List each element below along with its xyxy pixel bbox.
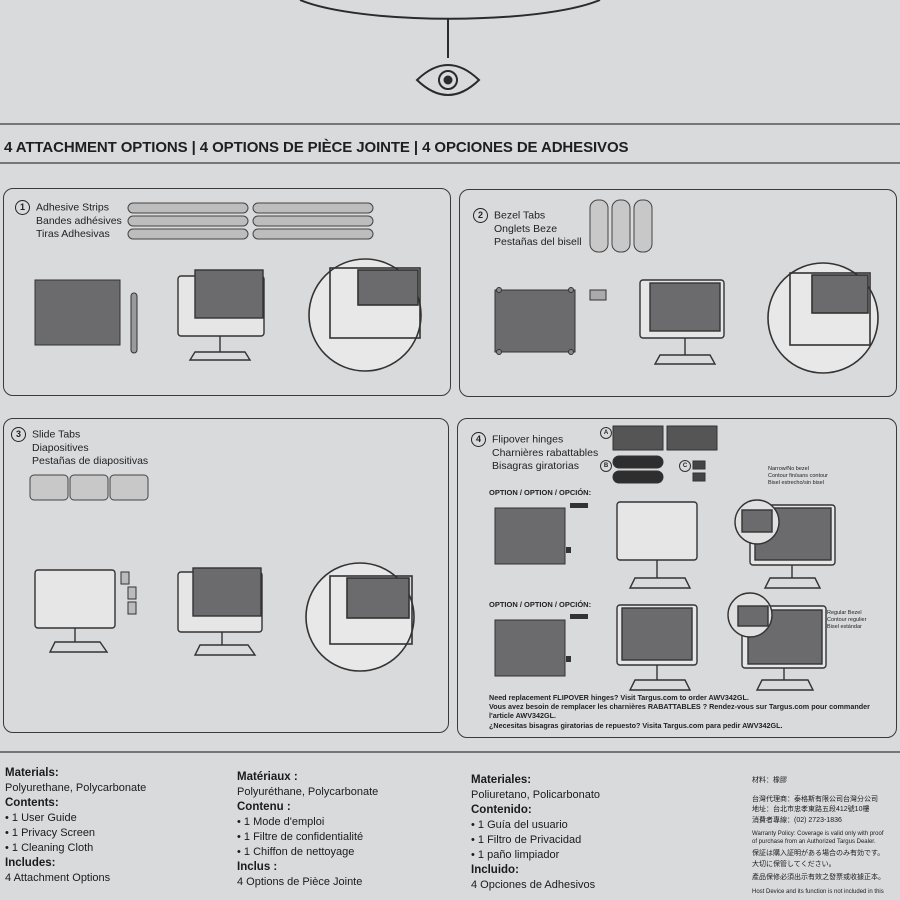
option-2-number: 2 <box>473 208 488 223</box>
adhesive-strip-icons <box>127 202 374 240</box>
label-c: C <box>679 460 691 472</box>
footer-spanish: Materiales: Poliuretano, Policarbonato C… <box>471 774 601 891</box>
option-3-number: 3 <box>11 427 26 442</box>
panel-slide-tabs <box>3 418 449 733</box>
hinge-icons <box>612 425 718 484</box>
slide-tab-icons <box>29 474 149 501</box>
label-b: B <box>600 460 612 472</box>
monitor-icon <box>177 269 265 361</box>
panel2-art <box>494 199 879 374</box>
footer-english: Materials: Polyurethane, Polycarbonate C… <box>5 767 147 884</box>
zoom-circle-icon <box>305 562 415 672</box>
regular-bezel-note: Regular Bezel Contour regulier Bisel est… <box>827 610 867 630</box>
panel4-art <box>494 425 836 691</box>
includes-label: Includes: <box>5 857 56 869</box>
monitor-icon <box>177 567 263 656</box>
replacement-note: Need replacement FLIPOVER hinges? Visit … <box>489 693 870 730</box>
materials-label: Materials: <box>5 767 59 779</box>
footer-french: Matériaux : Polyuréthane, Polycarbonate … <box>237 771 379 888</box>
option-heading-2: OPTION / OPTION / OPCIÓN: <box>489 600 592 609</box>
bezel-tab-icons <box>589 199 653 253</box>
eye-icon <box>415 64 481 96</box>
contents-label: Contents: <box>5 797 59 809</box>
monitor-icon <box>727 592 827 691</box>
narrow-bezel-note: Narrow/No bezel Contour fin/sans contour… <box>768 466 828 486</box>
privacy-filter-icon <box>494 289 576 353</box>
option-heading-1: OPTION / OPTION / OPCIÓN: <box>489 488 592 497</box>
panel-bezel-tabs <box>459 189 897 397</box>
footer-asia: 材料：橡膠 台灣代理商：泰格斯有限公司台灣分公司 地址：台北市忠孝東路五段412… <box>752 777 885 895</box>
panel3-art <box>29 474 415 672</box>
strip-icon <box>130 292 138 354</box>
privacy-filter-icon <box>34 279 121 346</box>
eye-graphic <box>299 0 601 96</box>
monitor-icon <box>639 279 725 365</box>
panel-adhesive-strips <box>3 188 451 396</box>
option-4-number: 4 <box>471 432 486 447</box>
monitor-icon <box>616 501 698 589</box>
zoom-circle-icon <box>767 262 879 374</box>
monitor-icon <box>34 569 116 653</box>
viewing-arc <box>299 0 601 20</box>
option-1-number: 1 <box>15 200 30 215</box>
monitor-icon <box>734 499 836 589</box>
panel1-art <box>34 202 422 372</box>
zoom-circle-icon <box>308 258 422 372</box>
monitor-icon <box>616 604 698 691</box>
panel-flipover-hinges <box>457 418 897 738</box>
page-title: 4 ATTACHMENT OPTIONS | 4 OPTIONS DE PIÈC… <box>4 139 629 156</box>
label-a: A <box>600 427 612 439</box>
